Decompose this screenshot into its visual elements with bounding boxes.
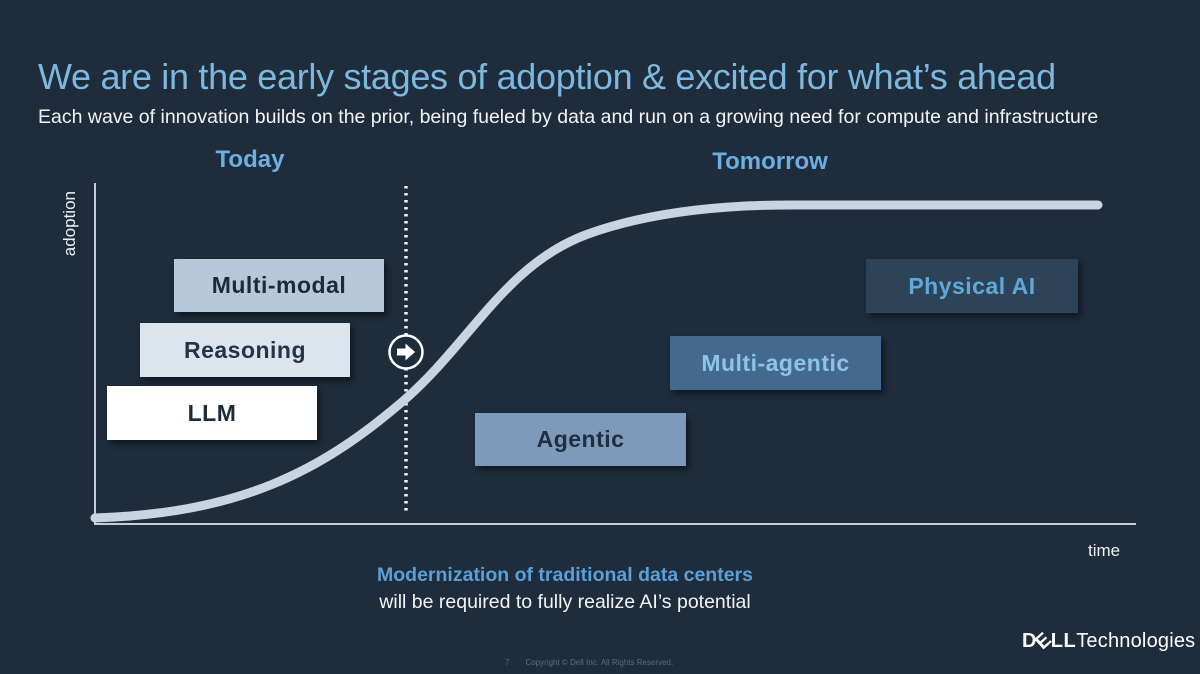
- stage-label-multi-agentic: Multi-agentic: [701, 349, 850, 376]
- stage-label-agentic: Agentic: [536, 426, 625, 452]
- callout-line-1: Modernization of traditional data center…: [377, 564, 753, 586]
- right-arrow-circle-icon: [388, 334, 424, 370]
- stage-label-physical-ai: Physical AI: [908, 272, 1036, 299]
- technologies-wordmark: Technologies: [1076, 630, 1196, 652]
- copyright-text: Copyright © Dell Inc. All Rights Reserve…: [525, 658, 674, 667]
- adoption-s-curve: [90, 200, 1103, 523]
- stage-box-agentic: Agentic: [475, 413, 686, 466]
- x-axis-label: time: [1088, 541, 1121, 560]
- footer: 7 Copyright © Dell Inc. All Rights Reser…: [505, 658, 673, 667]
- callout-line-2: will be required to fully realize AI’s p…: [379, 591, 751, 613]
- stage-label-multi-modal: Multi-modal: [211, 272, 347, 298]
- stage-label-reasoning: Reasoning: [183, 336, 307, 363]
- page-number: 7: [505, 658, 510, 667]
- era-label-tomorrow: Tomorrow: [712, 148, 828, 175]
- page-subtitle: Each wave of innovation builds on the pr…: [38, 105, 1099, 128]
- stage-box-multi-agentic: Multi-agentic: [670, 336, 881, 390]
- stage-box-multi-modal: Multi-modal: [174, 259, 384, 312]
- stage-box-reasoning: Reasoning: [140, 323, 350, 377]
- dell-wordmark: DELL: [1022, 628, 1077, 654]
- stage-box-physical-ai: Physical AI: [866, 259, 1078, 313]
- era-label-today: Today: [215, 146, 285, 173]
- dell-technologies-logo: DELLTechnologies: [1022, 628, 1196, 654]
- stage-box-llm: LLM: [107, 386, 317, 440]
- page-title: We are in the early stages of adoption &…: [38, 56, 1056, 98]
- stage-label-llm: LLM: [187, 399, 237, 426]
- callout-text: Modernization of traditional data center…: [265, 562, 865, 616]
